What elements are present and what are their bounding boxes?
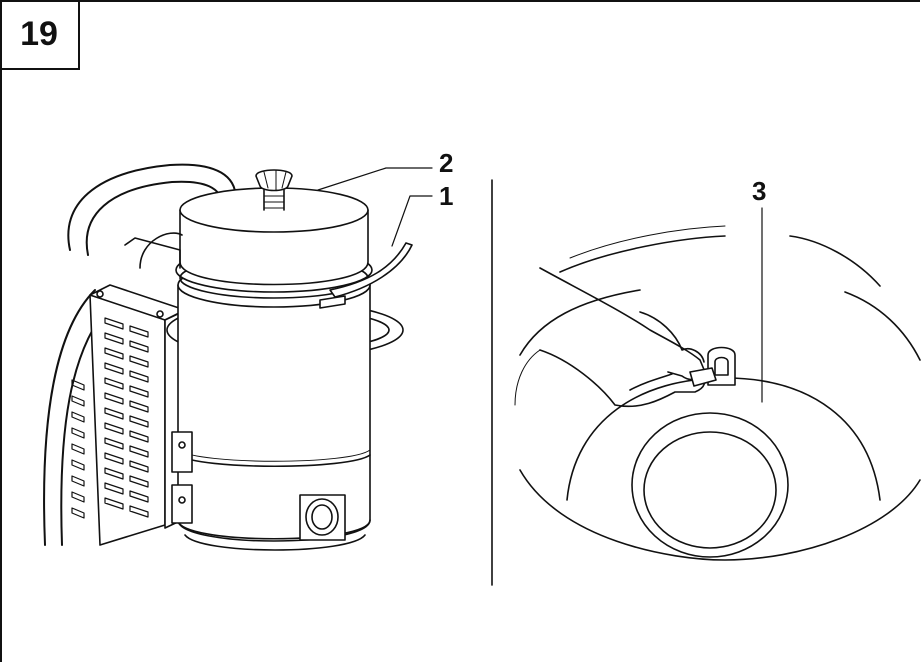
figure-number: 19 xyxy=(0,0,80,70)
leader-line-2 xyxy=(317,167,433,191)
callout-2: 2 xyxy=(439,148,453,178)
louver-vents xyxy=(71,317,149,519)
leader-line-1 xyxy=(391,195,433,247)
callout-3: 3 xyxy=(752,176,766,206)
tank-interior-drawing xyxy=(514,207,921,561)
vacuum-unit-drawing xyxy=(43,163,413,551)
callout-1: 1 xyxy=(439,181,453,211)
